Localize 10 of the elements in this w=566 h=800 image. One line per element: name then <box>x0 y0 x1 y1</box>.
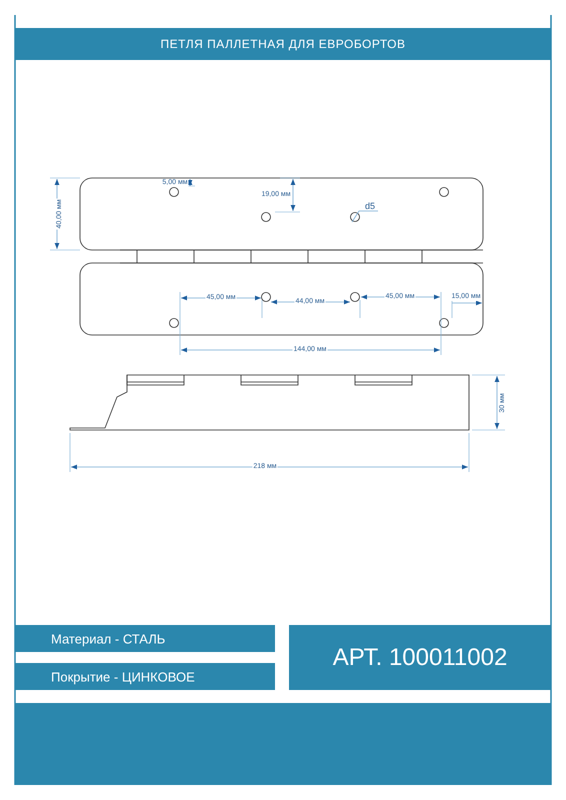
title-banner: ПЕТЛЯ ПАЛЛЕТНАЯ ДЛЯ ЕВРОБОРТОВ <box>15 28 551 60</box>
article-number: АРТ. 100011002 <box>332 644 508 672</box>
spec-text: Покрытие - ЦИНКОВОЕ <box>51 669 195 684</box>
spec-text: Материал - СТАЛЬ <box>51 631 166 646</box>
info-bar <box>15 625 275 652</box>
article-panel <box>289 625 551 690</box>
mounting-hole <box>350 212 360 222</box>
diameter-label: d5 <box>364 202 376 210</box>
info-bar <box>15 663 275 690</box>
leader-line <box>352 210 378 222</box>
